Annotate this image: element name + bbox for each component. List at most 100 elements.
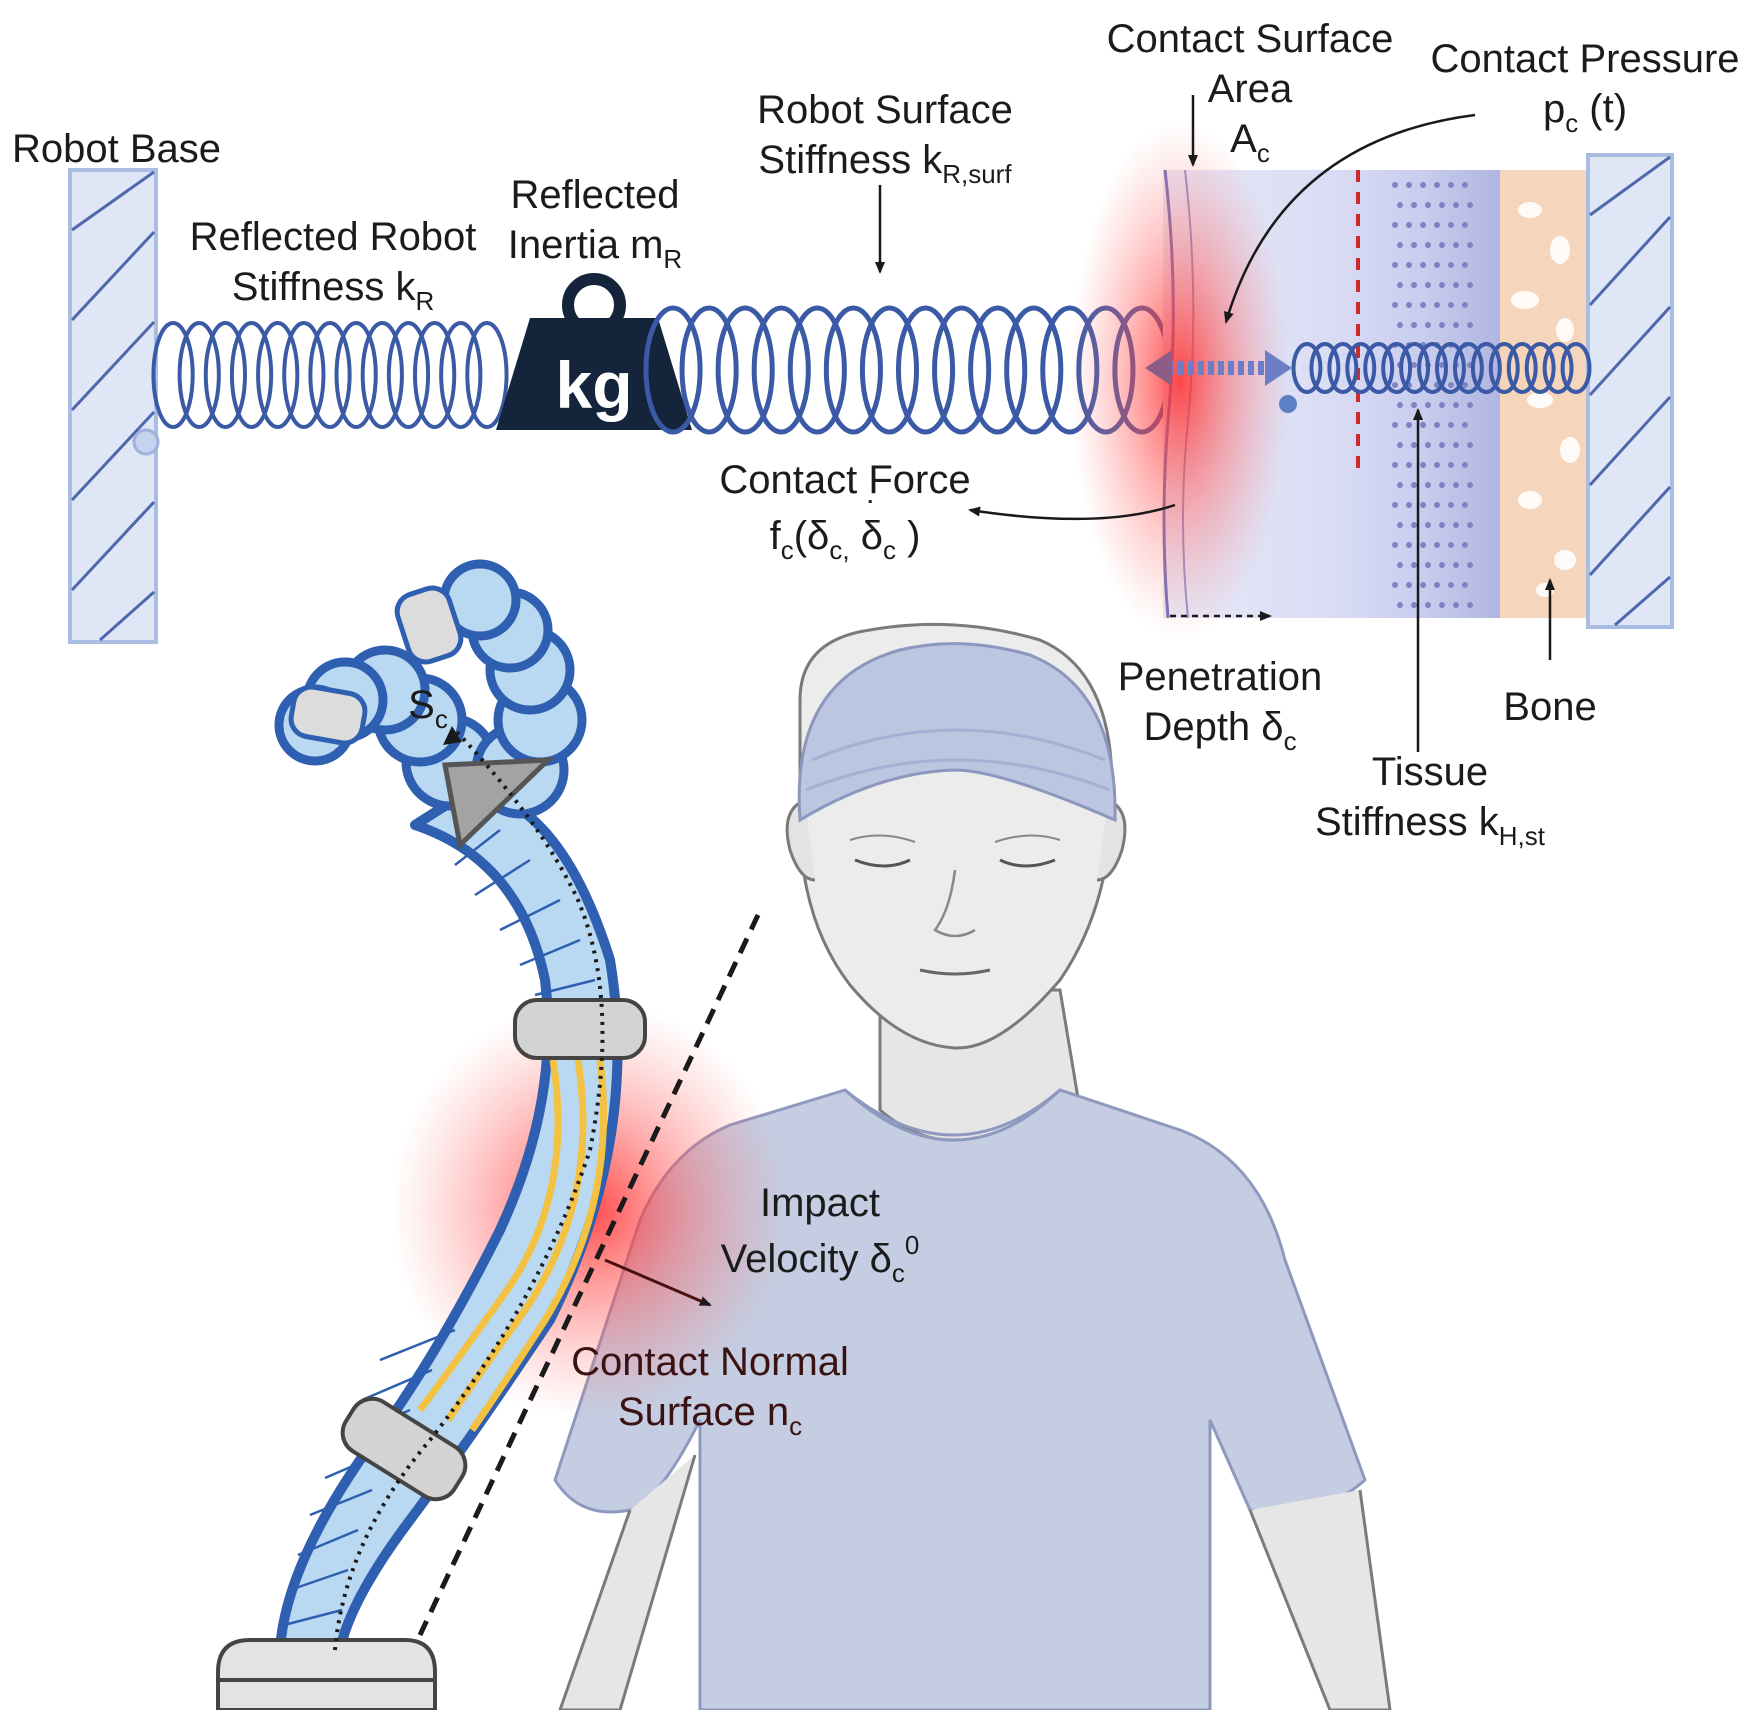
tissue-cell bbox=[1420, 182, 1426, 188]
spring-coil bbox=[1506, 342, 1538, 394]
tissue-cell bbox=[1462, 582, 1468, 588]
tissue-cell bbox=[1397, 482, 1403, 488]
tissue-cell bbox=[1420, 302, 1426, 308]
tissue-cell bbox=[1392, 542, 1398, 548]
tissue-cell bbox=[1434, 462, 1440, 468]
tissue-cell bbox=[1467, 282, 1473, 288]
tissue-cell bbox=[1411, 402, 1417, 408]
tissue-cell bbox=[1406, 582, 1412, 588]
tissue-cell bbox=[1392, 302, 1398, 308]
tissue-cell bbox=[1411, 322, 1417, 328]
tissue-cell bbox=[1392, 382, 1398, 388]
tissue-cell bbox=[1462, 462, 1468, 468]
tissue-cell bbox=[1406, 462, 1412, 468]
tissue-cell bbox=[1439, 602, 1445, 608]
tissue-cell bbox=[1397, 522, 1403, 528]
spring-coil bbox=[413, 321, 457, 429]
spring-coil bbox=[1004, 305, 1064, 435]
label-robot-base: Robot Base bbox=[12, 127, 222, 171]
tissue-cell bbox=[1420, 542, 1426, 548]
contact-glow-top bbox=[1070, 120, 1290, 640]
tissue-cell bbox=[1453, 402, 1459, 408]
spring-coil bbox=[751, 305, 811, 435]
spring-coil bbox=[1452, 342, 1484, 394]
tissue-cell bbox=[1411, 282, 1417, 288]
tissue-cell bbox=[1392, 262, 1398, 268]
tissue-cell bbox=[1448, 502, 1454, 508]
spring-coil bbox=[823, 305, 883, 435]
tissue-cell bbox=[1397, 442, 1403, 448]
spring-coil bbox=[1488, 342, 1520, 394]
tissue-cell bbox=[1453, 562, 1459, 568]
tissue-cell bbox=[1467, 482, 1473, 488]
spring-coil bbox=[256, 321, 300, 429]
spring-coil bbox=[932, 305, 992, 435]
tissue-cell bbox=[1411, 482, 1417, 488]
spring-coil bbox=[439, 321, 483, 429]
tissue-cell bbox=[1448, 382, 1454, 388]
tissue-cell bbox=[1406, 542, 1412, 548]
tissue-cell bbox=[1462, 262, 1468, 268]
tissue-cell bbox=[1467, 562, 1473, 568]
label-contact-surface-area: Contact Surface Area Ac bbox=[1106, 17, 1394, 168]
tissue-cell bbox=[1439, 562, 1445, 568]
label-contact-normal: Contact Normal Surface nc bbox=[571, 1340, 849, 1441]
tissue-cell bbox=[1425, 562, 1431, 568]
tissue-cell bbox=[1425, 242, 1431, 248]
tissue-cell bbox=[1425, 202, 1431, 208]
spring-coil bbox=[465, 321, 509, 429]
tissue-cell bbox=[1411, 242, 1417, 248]
tissue-cell bbox=[1439, 362, 1445, 368]
tissue-cell bbox=[1462, 182, 1468, 188]
spring-coil bbox=[1542, 342, 1574, 394]
spring-coil bbox=[386, 321, 431, 429]
tissue-cell bbox=[1448, 422, 1454, 428]
tissue-cell bbox=[1462, 302, 1468, 308]
tissue-cell bbox=[1411, 602, 1417, 608]
tissue-cell bbox=[1439, 282, 1445, 288]
spring-coil bbox=[1291, 342, 1323, 394]
label-bone: Bone bbox=[1503, 685, 1597, 729]
tissue-spring bbox=[1291, 342, 1592, 394]
tissue-cell bbox=[1425, 522, 1431, 528]
mass-weight-icon: kg bbox=[496, 273, 692, 430]
label-tissue-stiffness: Tissue Stiffness kH,st bbox=[1314, 750, 1546, 851]
tissue-cell bbox=[1434, 542, 1440, 548]
spring-coil bbox=[1363, 342, 1395, 394]
tissue-cell bbox=[1406, 302, 1412, 308]
spring-coil bbox=[282, 321, 326, 429]
tissue-cell bbox=[1448, 542, 1454, 548]
contact-normal-arrow bbox=[604, 1258, 712, 1307]
tissue-cell bbox=[1448, 302, 1454, 308]
penetration-double-arrow bbox=[1145, 350, 1292, 386]
tissue-cell bbox=[1467, 522, 1473, 528]
tissue-cell bbox=[1434, 422, 1440, 428]
spring-coil bbox=[229, 321, 274, 429]
tissue-cell bbox=[1453, 442, 1459, 448]
spring-coil bbox=[334, 321, 378, 429]
tissue-cell bbox=[1448, 462, 1454, 468]
tissue-cell bbox=[1439, 522, 1445, 528]
label-robot-surface-stiffness: Robot Surface Stiffness kR,surf bbox=[757, 88, 1013, 189]
tissue-cell bbox=[1453, 322, 1459, 328]
tissue-cell bbox=[1392, 502, 1398, 508]
tissue-cell bbox=[1462, 502, 1468, 508]
tissue-cell bbox=[1397, 562, 1403, 568]
spring-coil bbox=[1417, 342, 1448, 394]
kg-text: kg bbox=[555, 348, 632, 422]
spring-coil bbox=[859, 305, 920, 435]
tissue-cell bbox=[1467, 442, 1473, 448]
spring-coil bbox=[177, 321, 221, 429]
spring-coil bbox=[787, 305, 847, 435]
tissue-cell bbox=[1439, 402, 1445, 408]
tissue-cell bbox=[1425, 322, 1431, 328]
tissue-cell bbox=[1439, 442, 1445, 448]
tissue-cell bbox=[1425, 602, 1431, 608]
tissue-cell bbox=[1448, 182, 1454, 188]
tissue-cell bbox=[1420, 502, 1426, 508]
tissue-cell bbox=[1397, 202, 1403, 208]
spring-coil bbox=[203, 321, 247, 429]
tissue-cell bbox=[1392, 422, 1398, 428]
tissue-cell bbox=[1406, 502, 1412, 508]
tissue-cell bbox=[1406, 422, 1412, 428]
